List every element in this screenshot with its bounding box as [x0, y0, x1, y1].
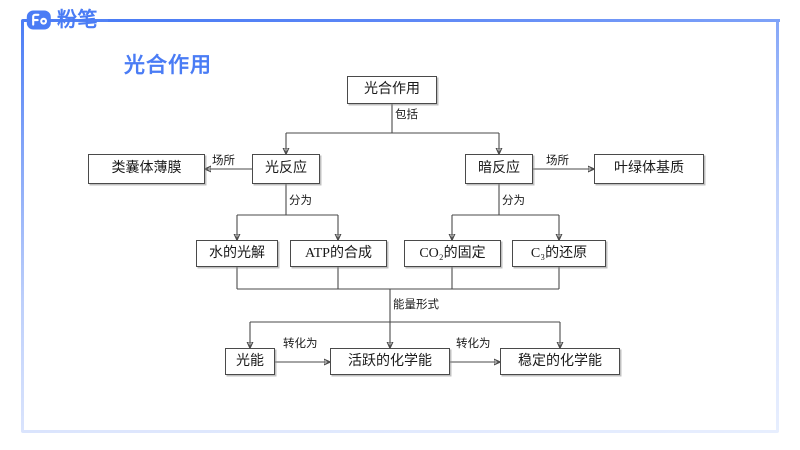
brand-logo: 粉笔 — [26, 9, 98, 31]
node-dark-reaction[interactable]: 暗反应 — [465, 154, 533, 184]
page-title: 光合作用 — [124, 54, 212, 77]
node-label: 光能 — [236, 353, 264, 369]
node-co2-fixation[interactable]: CO₂的固定 — [404, 240, 501, 267]
edge-label-site-right: 场所 — [546, 155, 569, 167]
node-active-chemical-energy[interactable]: 活跃的化学能 — [330, 348, 450, 375]
node-label: 光合作用 — [364, 82, 420, 97]
node-label: 活跃的化学能 — [348, 353, 432, 369]
edge-label-site-left: 场所 — [212, 155, 235, 167]
edge-label-includes: 包括 — [395, 109, 418, 121]
node-atp-synthesis[interactable]: ATP的合成 — [290, 240, 387, 267]
node-water-photolysis[interactable]: 水的光解 — [196, 240, 278, 267]
node-label: 光反应 — [265, 161, 307, 176]
header-rule — [108, 19, 780, 22]
node-label: C₃的还原 — [530, 245, 588, 261]
node-label: 类囊体薄膜 — [111, 161, 182, 176]
edge-label-converts-1: 转化为 — [283, 338, 318, 350]
node-label: ATP的合成 — [305, 245, 372, 261]
node-thylakoid-membrane[interactable]: 类囊体薄膜 — [88, 154, 205, 184]
node-c3-reduction[interactable]: C₃的还原 — [512, 240, 606, 267]
brand-name: 粉笔 — [57, 9, 98, 31]
edge-label-converts-2: 转化为 — [456, 338, 491, 350]
node-label: 叶绿体基质 — [614, 161, 684, 176]
edge-label-divided-left: 分为 — [289, 195, 312, 207]
node-label: CO₂的固定 — [419, 245, 486, 261]
edge-label-divided-right: 分为 — [502, 195, 525, 207]
node-light-reaction[interactable]: 光反应 — [252, 154, 320, 184]
fb-logo-icon — [26, 9, 52, 31]
node-label: 暗反应 — [478, 161, 520, 176]
node-chloroplast-stroma[interactable]: 叶绿体基质 — [594, 154, 704, 184]
node-stable-chemical-energy[interactable]: 稳定的化学能 — [500, 348, 620, 375]
edge-label-energy-form: 能量形式 — [393, 299, 439, 311]
node-photosynthesis[interactable]: 光合作用 — [347, 76, 437, 104]
node-label: 水的光解 — [209, 245, 265, 261]
node-label: 稳定的化学能 — [518, 353, 602, 369]
node-light-energy[interactable]: 光能 — [225, 348, 275, 375]
